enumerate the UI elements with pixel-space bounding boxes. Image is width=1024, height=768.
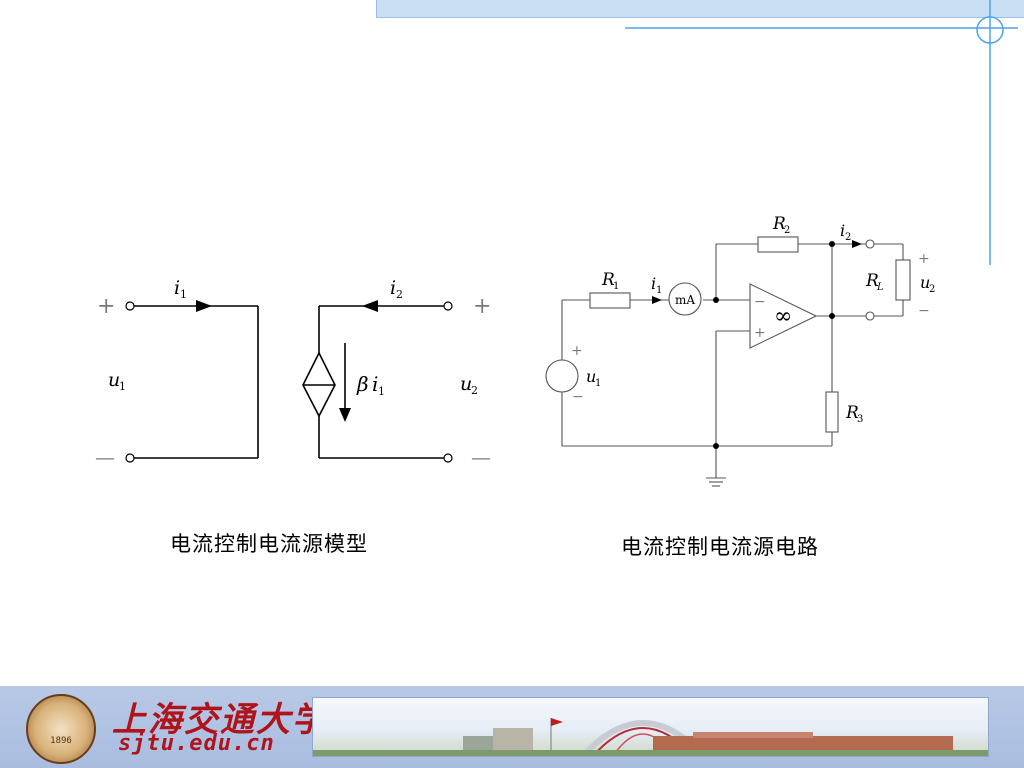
i2-arrow-icon: [362, 300, 378, 312]
rl-label: R: [865, 271, 879, 291]
output-minus: −: [918, 303, 930, 319]
resistor-r2: [757, 236, 799, 253]
opamp-plus: +: [754, 325, 766, 341]
i1-arrow-icon: [652, 296, 662, 304]
r1-label: R: [601, 270, 615, 290]
plus-right: +: [473, 294, 491, 319]
source-arrow-icon: [339, 408, 351, 422]
junction-dot: [713, 443, 719, 449]
i2-label: i: [840, 221, 845, 240]
i1-subscript: 1: [180, 288, 187, 301]
terminal-left-top: [125, 301, 135, 311]
terminal-right-bottom: [443, 453, 453, 463]
junction-dot: [713, 297, 719, 303]
i2-subscript: 2: [396, 288, 403, 301]
source-plus: +: [571, 343, 583, 359]
source-i-label: i: [372, 372, 378, 396]
seal-year: 1896: [50, 736, 72, 746]
top-decoration-band: [376, 0, 1024, 18]
university-name: 上海交通大学: [112, 700, 328, 740]
terminal-left-bottom: [125, 453, 135, 463]
u1-subscript: 1: [595, 378, 601, 389]
i2-label: i: [390, 277, 396, 299]
r3-label: R: [845, 403, 859, 423]
source-minus: −: [572, 389, 584, 405]
plus-left: +: [97, 294, 115, 319]
minus-left: —: [95, 445, 115, 469]
minus-right: —: [471, 445, 491, 469]
resistor-r1: [589, 292, 631, 309]
voltage-source-u1: [545, 359, 579, 393]
i1-subscript: 1: [656, 285, 662, 296]
campus-illustration: [313, 718, 988, 759]
u1-label: u: [586, 367, 596, 386]
beta-label: β: [356, 372, 369, 396]
i2-subscript: 2: [845, 232, 851, 243]
output-plus: +: [918, 251, 930, 267]
u2-label: u: [920, 273, 930, 292]
i1-label: i: [651, 274, 656, 293]
r2-subscript: 2: [784, 225, 790, 236]
r1-subscript: 1: [613, 281, 619, 292]
university-seal-logo: 1896: [26, 694, 96, 764]
campus-banner-image: [312, 697, 989, 759]
source-i-subscript: 1: [378, 385, 385, 398]
u2-subscript: 2: [929, 284, 935, 295]
u2-label: u: [460, 373, 472, 395]
u1-subscript: 1: [119, 380, 126, 393]
i1-arrow-icon: [196, 300, 212, 312]
output-terminal-top: [865, 239, 875, 249]
university-url: sjtu.edu.cn: [118, 731, 275, 756]
junction-dot: [829, 313, 835, 319]
right-diagram-caption: 电流控制电流源电路: [621, 535, 819, 559]
resistor-rl: [895, 259, 911, 301]
rl-subscript: L: [876, 282, 884, 293]
dependent-source-diamond: [302, 351, 336, 418]
opamp-infinity-label: ∞: [774, 304, 792, 329]
opamp: [749, 283, 818, 349]
junction-dot: [829, 241, 835, 247]
milliammeter-label: mA: [675, 293, 695, 307]
r2-label: R: [772, 214, 786, 234]
resistor-r3: [825, 391, 839, 433]
i1-label: i: [174, 277, 180, 299]
i2-arrow-icon: [852, 240, 862, 248]
opamp-minus: −: [754, 294, 766, 310]
r3-subscript: 3: [857, 414, 863, 425]
terminal-right-top: [443, 301, 453, 311]
u2-subscript: 2: [471, 384, 478, 397]
u1-label: u: [108, 369, 120, 391]
output-terminal-bottom: [865, 311, 875, 321]
milliammeter: [668, 282, 702, 316]
left-diagram-caption: 电流控制电流源模型: [170, 532, 368, 556]
